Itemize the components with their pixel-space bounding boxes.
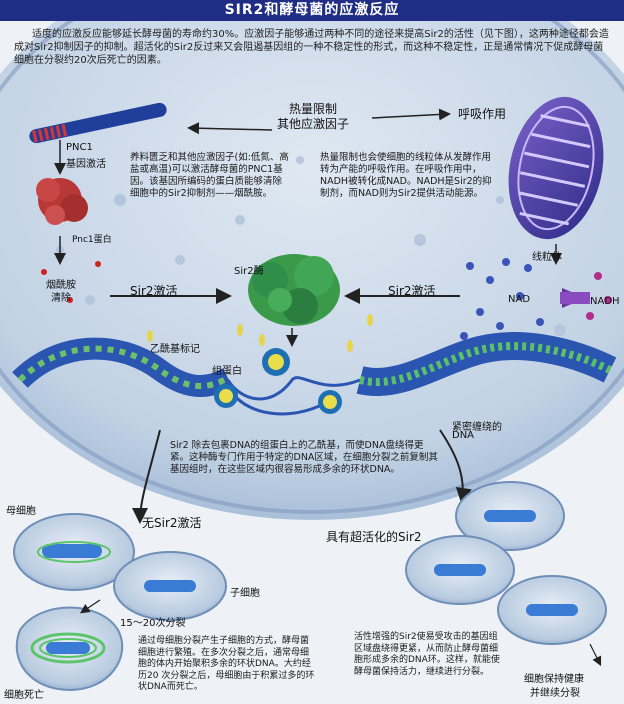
mitochondria-explanation: 热量限制也会使细胞的线粒体从发酵作用转为产能的呼吸作用。在呼吸作用中，NADH被… xyxy=(320,152,492,199)
mitochondrion-icon xyxy=(508,96,604,240)
respiration-label: 呼吸作用 xyxy=(458,107,507,121)
gene-activation-label: 基因激活 xyxy=(66,159,106,170)
acetyl-groups xyxy=(107,314,373,356)
loose-chromatin-left xyxy=(12,337,234,398)
sir2-activation-right-label: Sir2激活 xyxy=(388,284,436,298)
pnc1-explanation: 养料匮乏和其他应激因子(如:低氮、高盐或高温)可以激活酵母菌的PNC1基因。该基… xyxy=(130,152,289,199)
histone-label: 组蛋白 xyxy=(212,366,242,377)
clear-label: 清除 xyxy=(51,293,71,304)
no-sir2-label: 无Sir2激活 xyxy=(142,516,202,530)
histone-icon xyxy=(214,348,342,414)
nicotinamide-label: 烟酰胺 xyxy=(46,280,76,291)
left-bottom-explanation: 通过母细胞分裂产生子细胞的方式，酵母菌细胞进行繁殖。在多次分裂之后，通常母细胞的… xyxy=(138,636,315,692)
nad-label: NAD xyxy=(508,294,531,305)
sir2-enzyme-label: Sir2酶 xyxy=(234,266,264,277)
nicotinamide-dots xyxy=(41,261,101,303)
nadh-label: NADH xyxy=(590,296,620,307)
nad-dots xyxy=(460,258,544,340)
intro-paragraph: 适度的应激反应能够延长酵母菌的寿命约30%。应激因子能够通过两种不同的途径来提高… xyxy=(14,29,609,66)
pnc1-protein-icon xyxy=(36,178,88,225)
dense-chromatin-right xyxy=(356,332,617,396)
daughter-cell-label: 子细胞 xyxy=(230,588,260,599)
sir2-enzyme-icon xyxy=(248,254,340,326)
daughter-cell-icon xyxy=(113,551,227,621)
pnc1-gene-dna-icon xyxy=(29,102,167,144)
divisions-label: 15～20次分裂 xyxy=(120,618,186,629)
sir2-explanation: Sir2 除去包裹DNA的组蛋白上的乙酰基，而使DNA盘绕得更紧。这种酶专门作用… xyxy=(170,440,438,475)
mother-cell-icon xyxy=(13,513,135,591)
super-sir2-cell-2 xyxy=(405,535,515,605)
super-sir2-cell-3 xyxy=(497,575,607,645)
healthy-label-line1: 细胞保持健康 xyxy=(524,674,584,685)
healthy-label-line2: 并继续分裂 xyxy=(530,688,580,699)
mother-cell-label: 母细胞 xyxy=(6,506,36,517)
super-sir2-label: 具有超活化的Sir2 xyxy=(326,530,422,544)
pnc1-label: PNC1 xyxy=(66,142,93,153)
dense-dna-label-line1: 紧密缠绕的 xyxy=(452,422,502,433)
sir2-activation-left-label: Sir2激活 xyxy=(130,284,178,298)
dense-dna-label-line2: DNA xyxy=(452,430,475,441)
nadh-dots xyxy=(586,272,612,320)
dying-cell-icon xyxy=(15,606,124,692)
super-sir2-cell-1 xyxy=(455,481,565,551)
stressor-heat-restriction: 热量限制 xyxy=(288,102,337,116)
acetyl-mark-label: 乙酰基标记 xyxy=(150,344,200,355)
cell-death-label: 细胞死亡 xyxy=(4,690,44,701)
diagram-title: SIR2和酵母菌的应激反应 xyxy=(0,0,624,21)
right-bottom-explanation: 活性增强的Sir2使易受攻击的基因组区域盘绕得更紧，从而防止酵母菌细胞形成多余的… xyxy=(354,632,500,677)
mitochondria-label: 线粒体 xyxy=(532,252,562,263)
stressor-other: 其他应激因子 xyxy=(276,117,349,131)
pnc1-protein-label: Pnc1蛋白 xyxy=(72,235,112,245)
